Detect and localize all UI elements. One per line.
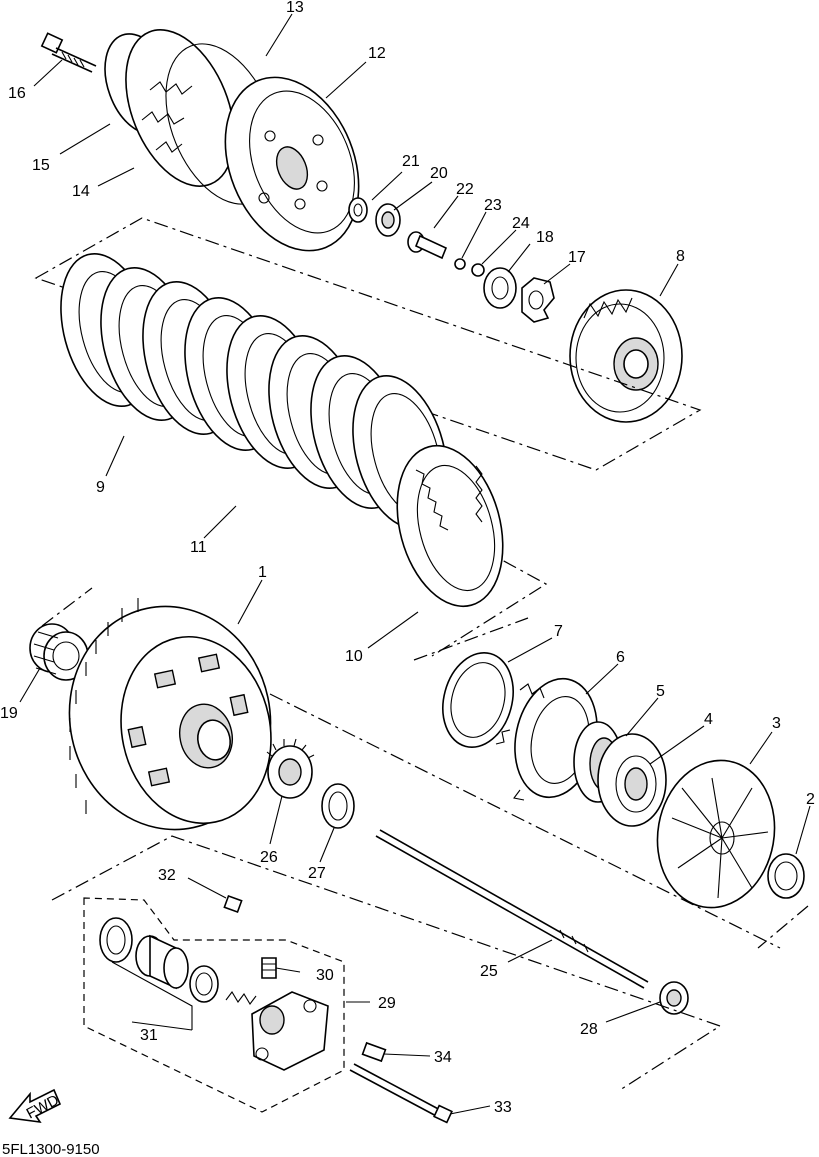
label-26: 26 [260, 849, 278, 866]
label-10: 10 [345, 648, 363, 665]
plate-7 [442, 652, 514, 748]
bleed-screw-30 [261, 957, 277, 979]
bearing-20 [375, 203, 401, 237]
label-2: 2 [806, 791, 815, 808]
part-labels: 1 2 3 4 5 6 7 8 9 10 11 12 13 14 15 16 1… [0, 0, 815, 1116]
release-cylinder-29 [251, 991, 329, 1071]
plates-lower-frame [431, 547, 548, 657]
label-14: 14 [72, 183, 90, 200]
washer-group-frame [413, 617, 809, 949]
label-15: 15 [32, 157, 50, 174]
label-31: 31 [140, 1027, 158, 1044]
label-16: 16 [8, 85, 26, 102]
label-20: 20 [430, 165, 448, 182]
fwd-arrow-icon: FWD [8, 1088, 62, 1124]
label-23: 23 [484, 197, 502, 214]
washer-27 [321, 783, 355, 829]
label-27: 27 [308, 865, 326, 882]
bolt-16 [40, 32, 97, 73]
ball-24 [471, 263, 485, 277]
bolt-34 [361, 1041, 387, 1063]
ball-23 [454, 258, 466, 270]
pin-32 [223, 894, 243, 914]
seal-31a [99, 917, 133, 963]
label-3: 3 [772, 715, 781, 732]
label-34: 34 [434, 1049, 452, 1066]
label-18: 18 [536, 229, 554, 246]
circlip-2 [767, 853, 805, 899]
nut-18 [483, 267, 517, 309]
label-1: 1 [258, 564, 267, 581]
label-9: 9 [96, 479, 105, 496]
label-33: 33 [494, 1099, 512, 1116]
cylinder-dashed-box [83, 897, 345, 1113]
housing-group-frame [41, 587, 781, 949]
label-30: 30 [316, 967, 334, 984]
label-13: 13 [286, 0, 304, 16]
label-17: 17 [568, 249, 586, 266]
leader-lines [19, 13, 811, 1115]
part-code: 5FL1300-9150 [2, 1141, 100, 1157]
label-25: 25 [480, 963, 498, 980]
label-19: 19 [0, 705, 18, 722]
plate-4 [597, 733, 667, 827]
clutch-housing-1 [68, 598, 272, 831]
push-rod-22 [407, 231, 448, 260]
label-8: 8 [676, 248, 685, 265]
label-28: 28 [580, 1021, 598, 1038]
spring [225, 991, 257, 1005]
bearing-19 [29, 623, 89, 681]
gear-26 [266, 738, 315, 799]
label-22: 22 [456, 181, 474, 198]
label-11: 11 [190, 539, 207, 556]
label-12: 12 [368, 45, 386, 62]
label-7: 7 [554, 623, 563, 640]
label-4: 4 [704, 711, 713, 728]
gear-plate-14 [125, 29, 235, 187]
label-21: 21 [402, 153, 420, 170]
cylinder-group-frame [51, 835, 722, 1091]
label-6: 6 [616, 649, 625, 666]
seal-31b [189, 965, 219, 1003]
spring-plate-3 [656, 759, 776, 909]
bushing-28 [659, 981, 689, 1015]
push-rod-25 [375, 829, 649, 989]
pressure-plate-12 [224, 76, 360, 252]
lock-washer-17 [521, 277, 555, 323]
piston-31 [135, 934, 189, 990]
bolt-33 [349, 1063, 453, 1124]
friction-plates-stack [60, 253, 504, 608]
label-24: 24 [512, 215, 530, 232]
label-5: 5 [656, 683, 665, 700]
label-32: 32 [158, 867, 176, 884]
label-29: 29 [378, 995, 396, 1012]
clutch-boss-8 [569, 289, 683, 423]
washer-21 [348, 197, 368, 223]
